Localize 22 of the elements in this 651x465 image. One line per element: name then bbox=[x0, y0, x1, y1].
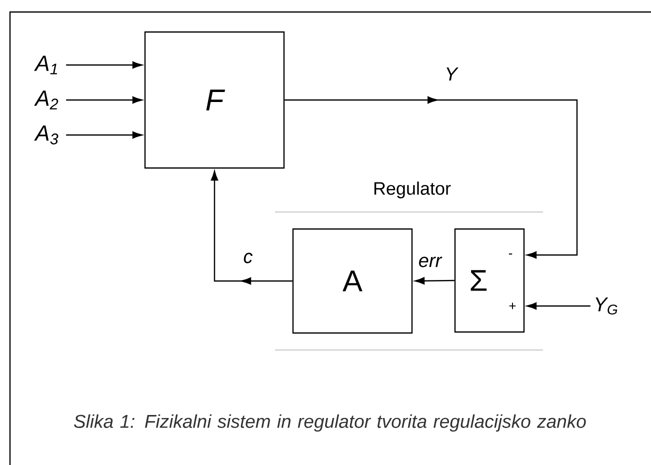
group-label: Regulator bbox=[374, 182, 451, 198]
signal-label: A$_{3}$ bbox=[34, 126, 58, 144]
block-box: A bbox=[292, 228, 413, 334]
sum-symbol: Σ bbox=[470, 270, 487, 291]
block-box bbox=[454, 228, 525, 333]
edge-label: c bbox=[242, 252, 254, 264]
sign-label: - bbox=[508, 254, 512, 255]
arrow bbox=[66, 96, 142, 104]
arrow bbox=[66, 131, 142, 139]
block-box: F bbox=[144, 31, 285, 169]
arrow bbox=[210, 170, 292, 285]
arrow bbox=[414, 277, 454, 284]
edge-label: err bbox=[417, 256, 443, 268]
signal-label: A$_{2}$ bbox=[34, 90, 58, 110]
signal-label: Y$_{G}$ bbox=[596, 298, 618, 314]
arrow bbox=[526, 302, 590, 310]
arrow bbox=[66, 61, 142, 69]
figure-caption: Slika 1: Fizikalni sistem in regulator tvorita regulacijsko zanko bbox=[74, 414, 586, 432]
signal-label: A$_{1}$ bbox=[34, 56, 58, 74]
arrow bbox=[284, 96, 578, 259]
sign-label: + bbox=[509, 302, 516, 310]
edge-label: Y bbox=[444, 66, 458, 82]
